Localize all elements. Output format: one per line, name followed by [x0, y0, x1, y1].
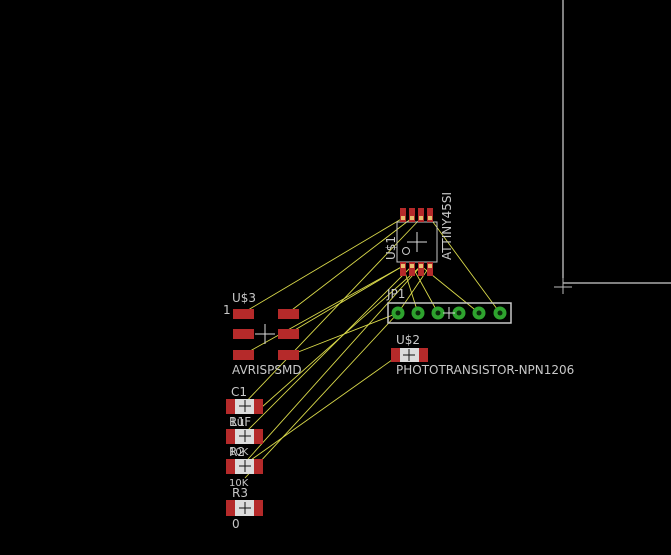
r1-pad-2: [254, 429, 263, 444]
component-r2[interactable]: R2 10K: [226, 445, 263, 489]
c1-pad-1: [226, 399, 235, 414]
u1-pad-3: [418, 262, 424, 276]
u1-body: [396, 221, 438, 263]
r3-pad-2: [254, 500, 263, 516]
u3-pin1-label: 1: [223, 303, 231, 317]
component-u2[interactable]: U$2 PHOTOTRANSISTOR-NPN1206: [391, 333, 574, 377]
r1-value: 10K: [229, 447, 249, 458]
c1-name: C1: [231, 385, 247, 399]
u2-value: PHOTOTRANSISTOR-NPN1206: [396, 363, 574, 377]
u1-pad-7: [409, 208, 415, 222]
u1-pad-2: [409, 262, 415, 276]
u1-pad-6: [418, 208, 424, 222]
u1-value: ATTINY45SI: [440, 192, 454, 260]
jp1-name: JP1: [386, 287, 405, 301]
u3-value: AVRISPSMD: [232, 363, 302, 377]
u3-pad-6: [278, 350, 299, 360]
r1-pad-1: [226, 429, 235, 444]
u3-pad-2: [278, 309, 299, 319]
component-r1[interactable]: R1 10K: [226, 415, 263, 458]
jp1-pins: [391, 306, 507, 320]
u1-pin1-marker: [402, 247, 410, 255]
r2-value: 10K: [229, 478, 249, 489]
u2-name: U$2: [396, 333, 420, 347]
component-u3[interactable]: U$3 1 AVRISPSMD: [223, 291, 302, 377]
r2-pad-2: [254, 459, 263, 474]
u2-pad-2: [419, 348, 428, 362]
u1-pad-8: [400, 208, 406, 222]
r3-name: R3: [232, 486, 248, 500]
u3-pad-1: [233, 309, 254, 319]
component-r3[interactable]: R3 0: [226, 486, 263, 531]
component-c1[interactable]: C1 1uF: [226, 385, 263, 429]
u3-pad-3: [233, 329, 254, 339]
u1-name: U$1: [384, 236, 398, 260]
u2-pad-1: [391, 348, 400, 362]
jp1-outline: [387, 302, 512, 324]
u3-name: U$3: [232, 291, 256, 305]
u3-pad-5: [233, 350, 254, 360]
u1-pad-5: [427, 208, 433, 222]
component-jp1[interactable]: JP1: [386, 287, 512, 324]
c1-pad-2: [254, 399, 263, 414]
component-u1[interactable]: U$1 ATTINY45SI: [384, 192, 454, 276]
r1-name: R1: [229, 415, 245, 429]
r3-pad-1: [226, 500, 235, 516]
u1-pad-4: [427, 262, 433, 276]
c1-value: 1uF: [229, 415, 251, 429]
airwires: [240, 217, 501, 479]
u1-pad-1: [400, 262, 406, 276]
r2-name: R2: [229, 445, 245, 459]
u3-pad-4: [278, 329, 299, 339]
r2-pad-1: [226, 459, 235, 474]
r3-value: 0: [232, 517, 240, 531]
